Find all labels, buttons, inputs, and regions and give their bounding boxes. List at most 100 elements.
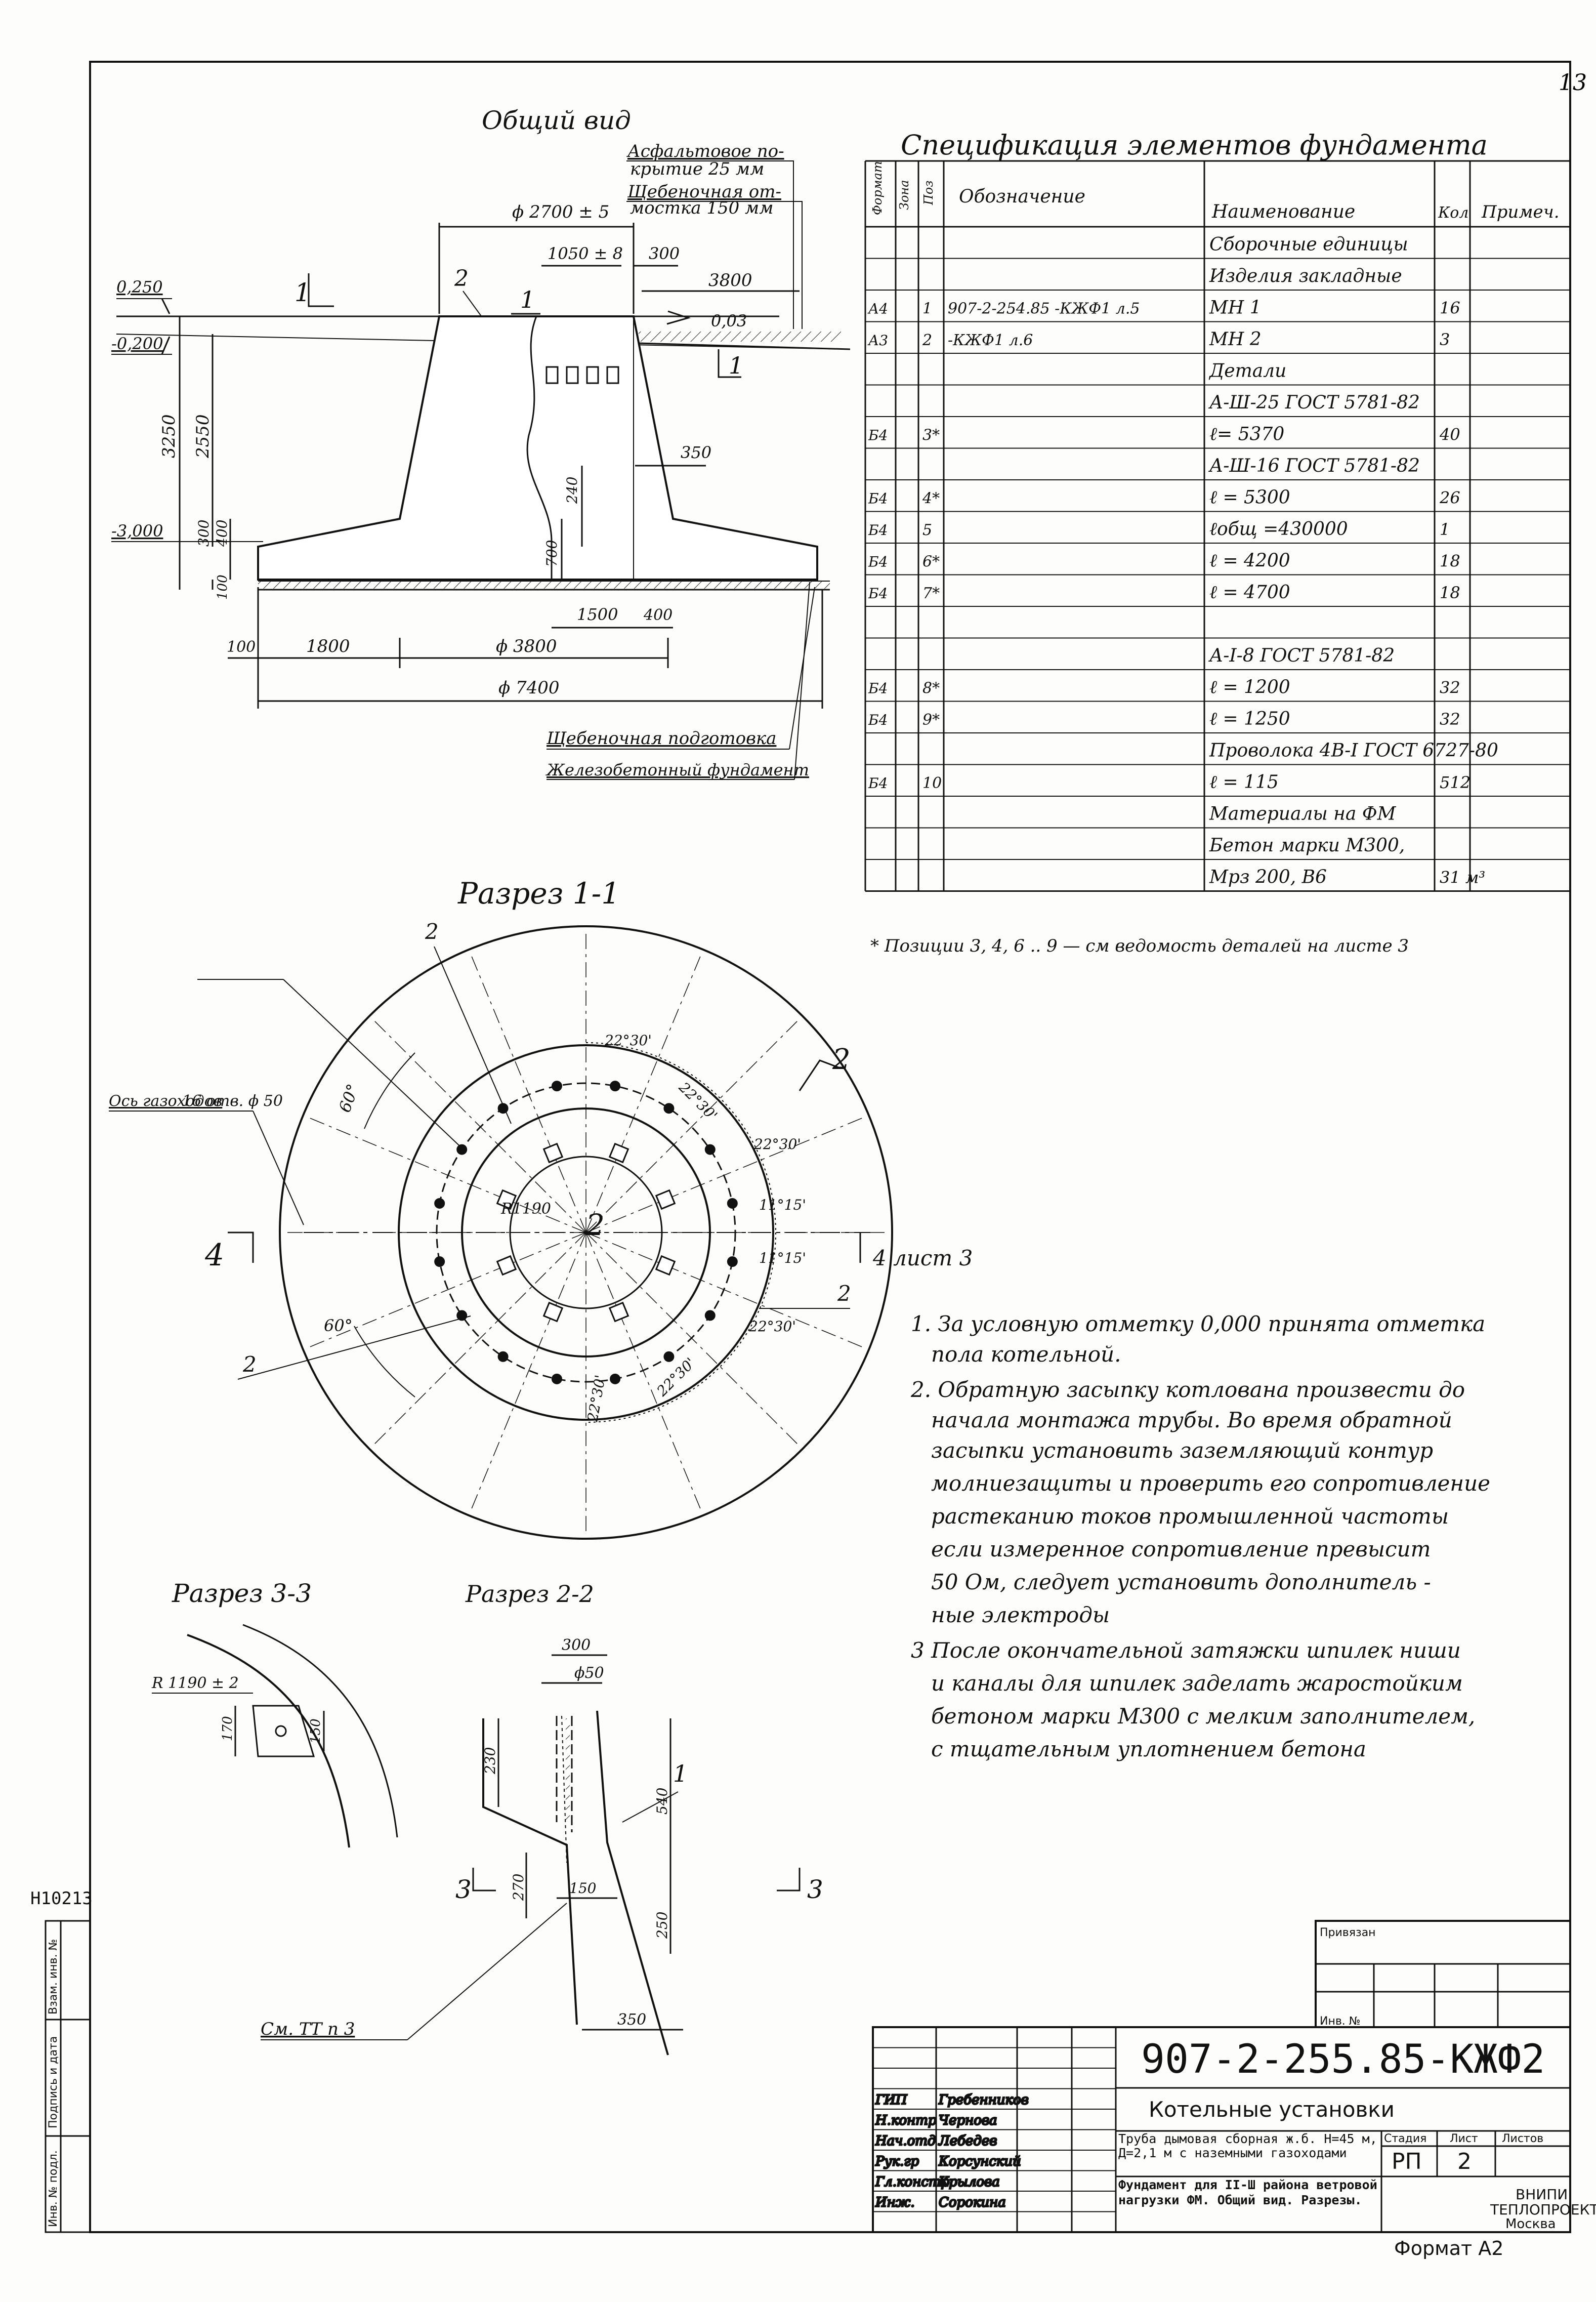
spec-row: Детали xyxy=(1208,361,1286,382)
side-stamp-replace: Взам. инв. № xyxy=(47,1939,60,2015)
dim-400v: 400 xyxy=(214,520,230,547)
spec-row: Материалы на ФМ xyxy=(1209,804,1397,825)
dim-2550: 2550 xyxy=(193,414,213,459)
bound-label: Привязан xyxy=(1320,1926,1376,1939)
side-stamp-inv: Инв. № подл. xyxy=(47,2150,60,2227)
side-stamp-code: Н10213 xyxy=(30,1888,93,1909)
format-label: Формат А2 xyxy=(1394,2237,1503,2259)
angle-label-60-bottom: 60° xyxy=(324,1316,353,1335)
spec-row: Проволока 4В-I ГОСТ 6727-80 xyxy=(1209,741,1498,761)
tb-role: Рук.гр xyxy=(875,2154,919,2169)
section-mark-2-2: 2 xyxy=(832,1043,851,1076)
note-3-line-2: и каналы для шпилек заделать жаростойким xyxy=(931,1671,1463,1696)
position-mark-1: 1 xyxy=(673,1760,688,1787)
sheet-frame xyxy=(89,61,1571,2233)
spec-cell-name: ℓ = 5300 xyxy=(1209,487,1290,508)
spec-header-qty: Кол xyxy=(1438,204,1468,222)
spec-cell-format: А4 xyxy=(867,301,888,317)
spec-cell-name: Изделия закладные xyxy=(1209,266,1402,286)
angle-label-2: 22°30' xyxy=(675,1079,721,1124)
tb-person: Гребенников xyxy=(938,2092,1029,2108)
dim-300v: 300 xyxy=(195,520,212,547)
dim-d3800: ϕ 3800 xyxy=(496,636,557,656)
see-tt-label: См. ТТ п 3 xyxy=(261,2019,355,2039)
dim-2-2-50: ϕ50 xyxy=(574,1664,604,1682)
bolt-hole xyxy=(497,1351,509,1362)
dim-3-3-150: 150 xyxy=(308,1718,323,1744)
dim-3800: 3800 xyxy=(708,270,752,291)
niche xyxy=(496,1189,517,1210)
stage-value: РП xyxy=(1392,2149,1422,2174)
spec-cell-qty: 18 xyxy=(1440,583,1460,602)
note-2-line-5: растеканию токов промышленной частоты xyxy=(931,1504,1449,1529)
elev-3000: -3,000 xyxy=(111,521,163,541)
position-mark-2-bottom: 2 xyxy=(242,1352,257,1377)
sheet-label: Лист xyxy=(1450,2132,1478,2145)
tb-role: Инж. xyxy=(875,2195,915,2210)
position-mark-2-top: 2 xyxy=(425,919,439,944)
note-2-line-3: засыпки установить заземляющий контур xyxy=(931,1438,1433,1463)
spec-cell-qty: 16 xyxy=(1440,299,1460,318)
tb-role: Нач.отд xyxy=(875,2133,936,2149)
slope-label: 0,03 xyxy=(711,311,747,331)
spec-cell-qty: 40 xyxy=(1439,425,1460,444)
spec-cell-format: А3 xyxy=(867,332,888,349)
spec-cell-pos: 10 xyxy=(922,774,942,792)
dim-240: 240 xyxy=(564,477,580,504)
note-2-line-2: начала монтажа трубы. Во время обратной xyxy=(931,1408,1452,1432)
asphalt-label-2: крытие 25 мм xyxy=(630,159,764,179)
tb-role: ГИП xyxy=(875,2092,908,2108)
spec-footnote: * Позиции 3, 4, 6 .. 9 — см ведомость де… xyxy=(870,936,1409,956)
niche xyxy=(542,1142,564,1164)
spec-cell-qty: 512 xyxy=(1440,773,1471,792)
doc-code: 907-2-255.85-КЖФ2 xyxy=(1141,2037,1545,2082)
spec-cell-format: Б4 xyxy=(868,775,888,792)
center-mark-2: 2 xyxy=(585,1208,605,1242)
spec-cell-name: ℓобщ =430000 xyxy=(1209,519,1348,540)
org-line-3: Москва xyxy=(1505,2216,1556,2232)
bolt-hole xyxy=(727,1256,738,1267)
dim-2700: ϕ 2700 ± 5 xyxy=(512,202,609,222)
spec-header-zone: Зона xyxy=(897,180,911,210)
tb-person: Сорокина xyxy=(939,2195,1006,2210)
section-3-3-title: Разрез 3-3 xyxy=(172,1579,312,1608)
general-view: Общий вид Асфальтовое по- крытие 25 мм Щ… xyxy=(111,106,851,780)
label-rc-foundation: Железобетонный фундамент xyxy=(545,760,809,779)
tb-person: Лебедев xyxy=(938,2133,997,2149)
holes-label: 16 отв. ϕ 50 xyxy=(182,1092,283,1110)
page-number: 13 xyxy=(1559,70,1587,96)
spec-cell-pos: 4* xyxy=(922,490,940,508)
spec-cell-format: Б4 xyxy=(868,490,888,507)
spec-cell-name: А-Ш-16 ГОСТ 5781-82 xyxy=(1208,456,1420,476)
gravel-label-1: Щебеночная от- xyxy=(627,182,781,202)
spec-row: Изделия закладные xyxy=(1209,266,1402,286)
spec-cell-name: Мрз 200, В6 xyxy=(1209,867,1327,888)
niche xyxy=(608,1142,629,1164)
note-1-line-1: 1. За условную отметку 0,000 принята отм… xyxy=(911,1311,1485,1336)
asphalt-label-1: Асфальтовое по- xyxy=(626,141,784,161)
spec-row: А-Ш-25 ГОСТ 5781-82 xyxy=(1208,392,1420,413)
dim-100v: 100 xyxy=(215,574,230,600)
title-block: Привязан Инв. № 907-2-255.85-КЖФ2 Котель… xyxy=(872,1920,1596,2259)
note-3-line-4: с тщательным уплотнением бетона xyxy=(931,1737,1366,1761)
spec-cell-qty: 31 м³ xyxy=(1440,868,1485,887)
stage-label: Стадия xyxy=(1384,2132,1426,2145)
spec-cell-designation: -КЖФ1 л.6 xyxy=(948,332,1033,349)
dim-300: 300 xyxy=(649,244,680,263)
angle-label-6: 22°30' xyxy=(748,1318,796,1335)
tb-person: Чернова xyxy=(939,2113,997,2128)
flue-axis-label: Ось газоходов xyxy=(109,1092,222,1110)
spec-row: Сборочные единицы xyxy=(1209,234,1408,255)
radius-label: R1190 xyxy=(500,1200,551,1218)
position-mark-2-right: 2 xyxy=(837,1281,851,1306)
spec-header-pos: Поз xyxy=(921,181,936,205)
base-outer-circle xyxy=(279,925,893,1540)
